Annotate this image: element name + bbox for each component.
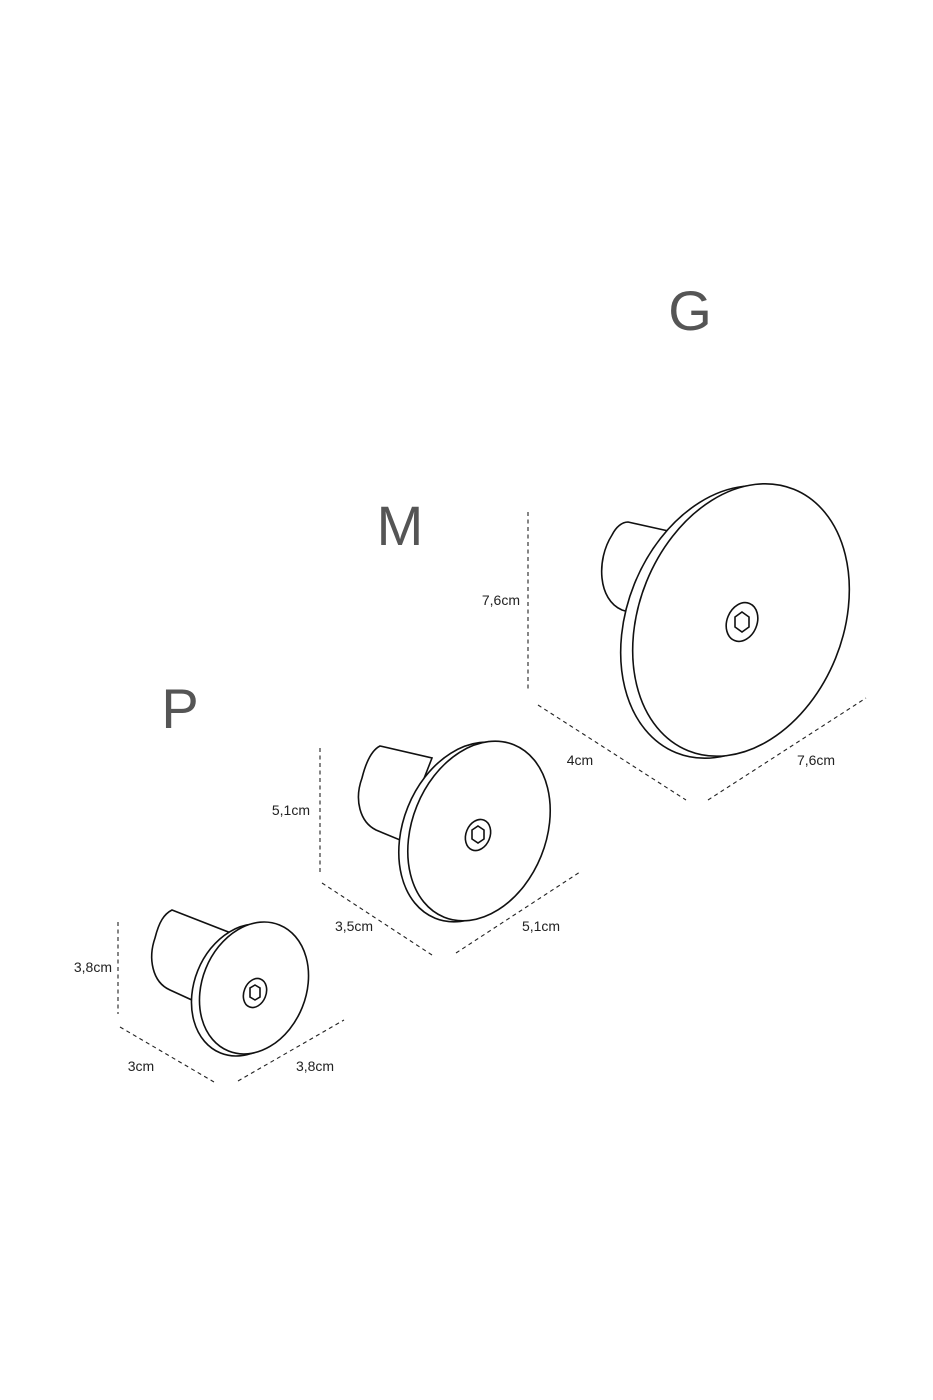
dim-label-medium-width: 5,1cm bbox=[522, 918, 560, 934]
dim-label-large-width: 7,6cm bbox=[797, 752, 835, 768]
dim-line-small-width bbox=[237, 1019, 345, 1082]
hex-socket-screw-icon bbox=[725, 601, 759, 643]
dim-label-small-height: 3,8cm bbox=[74, 959, 112, 975]
knob-small: P 3,8cm 3cm 3,8cm bbox=[74, 677, 345, 1083]
knob-large: G 7,6cm 4cm 7,6cm bbox=[482, 279, 867, 801]
dim-label-small-width: 3,8cm bbox=[296, 1058, 334, 1074]
knob-medium: M 5,1cm 3,5cm 5,1cm bbox=[272, 494, 581, 956]
dim-line-large-width bbox=[707, 697, 867, 801]
dim-label-large-depth: 4cm bbox=[567, 752, 593, 768]
size-letter-large: G bbox=[668, 279, 712, 342]
size-letter-medium: M bbox=[377, 494, 424, 557]
dim-label-large-height: 7,6cm bbox=[482, 592, 520, 608]
dim-line-small-depth bbox=[119, 1026, 215, 1083]
dim-label-small-depth: 3cm bbox=[128, 1058, 154, 1074]
hex-socket-screw-icon bbox=[242, 977, 268, 1009]
hex-socket-screw-icon bbox=[464, 818, 492, 852]
dim-line-medium-width bbox=[455, 871, 581, 954]
dim-label-medium-height: 5,1cm bbox=[272, 802, 310, 818]
size-letter-small: P bbox=[161, 677, 198, 740]
knob-medium-stem bbox=[357, 745, 434, 842]
dim-label-medium-depth: 3,5cm bbox=[335, 918, 373, 934]
